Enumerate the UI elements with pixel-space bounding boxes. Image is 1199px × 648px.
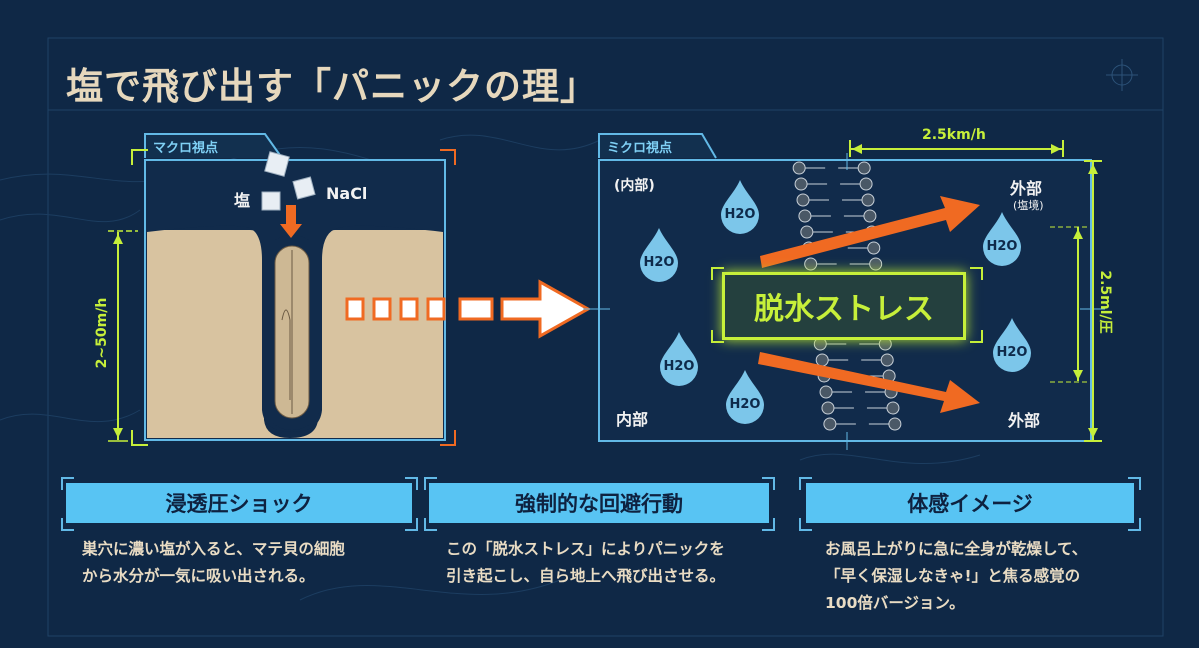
depth-dimension-label: 2~50m/h: [94, 297, 110, 369]
lipid-head: [880, 353, 894, 367]
card-text-line: から水分が一気に吸い出される。: [82, 567, 315, 585]
water-drop-icon: [660, 332, 698, 386]
lipid-head: [819, 385, 833, 399]
lipid-head: [815, 353, 829, 367]
h2o-label: H2O: [643, 255, 675, 270]
outside-top-sub-label: (塩境): [1013, 199, 1044, 212]
card-brackets: [61, 477, 1141, 531]
water-droplets: [640, 180, 1031, 424]
card-text-line: 「早く保湿しなきゃ!」と焦る感覚の: [825, 567, 1081, 585]
outside-top-label: 外部: [1010, 179, 1043, 198]
water-drop-icon: [640, 228, 678, 282]
outflow-arrow-bottom: [758, 352, 980, 413]
card-text-osmotic-shock: 巣穴に濃い塩が入ると、マテ貝の細胞 から水分が一気に吸い出される。: [82, 536, 345, 590]
card-text-forced-escape: この「脱水ストレス」によりパニックを 引き起こし、自ら地上へ飛び出させる。: [446, 536, 725, 590]
dehydration-stress-label: 脱水ストレス: [722, 272, 966, 340]
lipid-head: [867, 241, 881, 255]
sand: [147, 230, 443, 438]
lipid-head: [857, 161, 871, 175]
lipid-head: [823, 417, 837, 431]
lipid-head: [792, 161, 806, 175]
macro-panel: [108, 133, 456, 446]
lipid-head: [886, 401, 900, 415]
outside-bottom-label: 外部: [1008, 411, 1041, 430]
water-drop-icon: [993, 318, 1031, 372]
lipid-head: [888, 417, 902, 431]
inside-top-label: (内部): [614, 178, 655, 194]
card-text-line: 巣穴に濃い塩が入ると、マテ貝の細胞: [82, 540, 345, 558]
lipid-head: [796, 193, 810, 207]
salt-label: 塩: [234, 191, 251, 210]
lipid-head: [861, 193, 875, 207]
card-text-line: 100倍バージョン。: [825, 594, 965, 612]
lipid-head: [804, 257, 818, 271]
page-title: 塩で飛び出す「パニックの理」: [66, 65, 598, 108]
lipid-head: [798, 209, 812, 223]
water-drop-icon: [721, 180, 759, 234]
macro-tab-label: マクロ視点: [153, 141, 219, 156]
lipid-head: [800, 225, 814, 239]
inside-bottom-label: 内部: [616, 410, 649, 429]
outflow-arrow-top: [760, 196, 980, 268]
salt-cube-icon: [261, 151, 316, 211]
lipid-head: [869, 257, 883, 271]
water-drop-icon: [726, 370, 764, 424]
macro-to-micro-arrow: [345, 279, 592, 339]
lipid-head: [859, 177, 873, 191]
card-text-feeling: お風呂上がりに急に全身が乾燥して、 「早く保湿しなきゃ!」と焦る感覚の 100倍…: [825, 536, 1087, 617]
water-drop-icon: [983, 212, 1021, 266]
nacl-label: NaCl: [326, 184, 368, 203]
height-dimension-label: 2.5ml/圧: [1097, 270, 1113, 334]
down-arrow: [280, 205, 302, 238]
card-heading-osmotic-shock: 浸透圧ショック: [66, 483, 412, 523]
h2o-label: H2O: [986, 239, 1018, 254]
card-heading-feeling: 体感イメージ: [806, 483, 1134, 523]
h2o-label: H2O: [729, 397, 761, 412]
lipid-head: [794, 177, 808, 191]
outer-frame: [47, 37, 1164, 637]
h2o-label: H2O: [724, 207, 756, 222]
card-text-line: この「脱水ストレス」によりパニックを: [446, 540, 725, 558]
lipid-head: [863, 209, 877, 223]
h2o-label: H2O: [663, 359, 695, 374]
card-text-line: お風呂上がりに急に全身が乾燥して、: [825, 540, 1088, 558]
card-text-line: 引き起こし、自ら地上へ飛び出させる。: [446, 567, 726, 585]
lipid-head: [821, 401, 835, 415]
micro-tab-label: ミクロ視点: [607, 141, 673, 156]
h2o-label: H2O: [996, 345, 1028, 360]
width-dimension-label: 2.5km/h: [922, 127, 986, 143]
card-heading-forced-escape: 強制的な回避行動: [429, 483, 769, 523]
